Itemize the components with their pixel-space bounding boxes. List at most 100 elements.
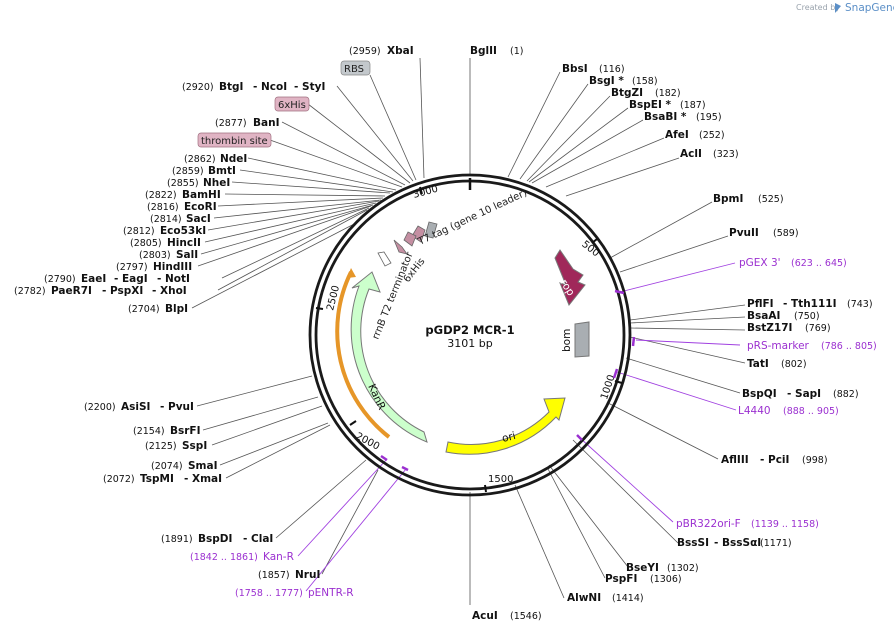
enz-name[interactable]: BspEI * xyxy=(629,99,672,111)
enz-pos: (323) xyxy=(713,149,739,160)
primer-name[interactable]: L4440 xyxy=(738,405,771,417)
enz-name[interactable]: SspI xyxy=(182,440,207,452)
enz-name[interactable]: EcoRI xyxy=(184,201,217,213)
enz-name[interactable]: - StyI xyxy=(294,81,325,93)
enz-pos: (1857) xyxy=(258,570,290,581)
enz-name[interactable]: AfeI xyxy=(665,129,689,141)
enz-name[interactable]: NheI xyxy=(203,177,230,189)
enz-name[interactable]: BtgZI xyxy=(611,87,643,99)
primer-range: (786 .. 805) xyxy=(821,341,877,352)
thrombin-block[interactable] xyxy=(403,231,417,247)
enz-pos: (187) xyxy=(680,100,706,111)
enz-name[interactable]: SalI xyxy=(176,249,198,261)
enz-name[interactable]: BssSI xyxy=(677,537,709,549)
enz-name[interactable]: BsaAI xyxy=(747,310,780,322)
enz-name[interactable]: NdeI xyxy=(220,153,247,165)
enz-name[interactable]: BstZ17I xyxy=(747,322,792,334)
enz-name[interactable]: - XmaI xyxy=(184,473,222,485)
enz-name[interactable]: BsgI * xyxy=(589,75,624,87)
tag-6xhis-label: 6xHis xyxy=(278,100,306,111)
kanr-orf-arc xyxy=(335,271,391,439)
enz-name[interactable]: TspMI xyxy=(140,473,174,485)
enz-name[interactable]: - EagI xyxy=(114,273,148,285)
enz-pos: (2859) xyxy=(172,166,204,177)
enz-name[interactable]: AsiSI xyxy=(121,401,150,413)
ring-ticks xyxy=(315,186,623,493)
t7tag-block[interactable] xyxy=(424,221,438,239)
enz-pos: (2704) xyxy=(128,304,160,315)
enz-name[interactable]: Eco53kI xyxy=(160,225,206,237)
enz-name[interactable]: BseYI xyxy=(626,562,659,574)
enz-name[interactable]: - SapI xyxy=(787,388,821,400)
enz-name[interactable]: XbaI xyxy=(387,45,414,57)
snapgene-logo-icon xyxy=(835,3,841,13)
enz-name[interactable]: - ClaI xyxy=(243,533,273,545)
enz-name[interactable]: PflFI xyxy=(747,298,774,310)
enz-name[interactable]: AcuI xyxy=(472,610,498,622)
enz-name[interactable]: BspDI xyxy=(198,533,232,545)
enz-pos: (252) xyxy=(699,130,725,141)
enz-name[interactable]: - PvuI xyxy=(160,401,194,413)
rop-feature[interactable] xyxy=(554,249,586,306)
enz-name[interactable]: BbsI xyxy=(562,63,588,75)
enz-pos: (589) xyxy=(773,228,799,239)
enz-name[interactable]: SmaI xyxy=(188,460,218,472)
enz-name[interactable]: - NcoI xyxy=(253,81,287,93)
enz-name[interactable]: BtgI xyxy=(219,81,243,93)
enz-name[interactable]: BamHI xyxy=(182,189,221,201)
enz-pos: (2822) xyxy=(145,190,177,201)
enz-name[interactable]: TatI xyxy=(747,358,769,370)
enz-name[interactable]: - PspXI xyxy=(102,285,143,297)
tag-6xhis[interactable]: 6xHis xyxy=(274,96,310,112)
enz-name[interactable]: SacI xyxy=(186,213,211,225)
enz-pos: (2862) xyxy=(184,154,216,165)
enz-name[interactable]: PaeR7I xyxy=(51,285,92,297)
enz-name[interactable]: - PciI xyxy=(760,454,789,466)
enz-name[interactable]: AflIII xyxy=(721,454,749,466)
enz-name[interactable]: BlpI xyxy=(165,303,188,315)
primer-name[interactable]: pBR322ori-F xyxy=(676,518,741,530)
enz-name[interactable]: BanI xyxy=(253,117,279,129)
enz-name[interactable]: - NotI xyxy=(157,273,190,285)
enz-name[interactable]: - Tth111I xyxy=(783,298,837,310)
enz-pos: (2855) xyxy=(167,178,199,189)
tick-500: 500 xyxy=(579,239,601,259)
enz-name[interactable]: BsaBI * xyxy=(644,111,687,123)
enz-pos: (1546) xyxy=(510,611,542,622)
enz-pos: (1302) xyxy=(667,563,699,574)
enz-name[interactable]: NruI xyxy=(295,569,320,581)
enz-pos: (525) xyxy=(758,194,784,205)
terminator-block[interactable] xyxy=(377,251,392,267)
enz-pos: (2782) xyxy=(14,286,46,297)
kanr-label: KanR xyxy=(365,382,387,412)
enz-name[interactable]: - XhoI xyxy=(152,285,187,297)
enz-name[interactable]: PvuII xyxy=(729,227,759,239)
enz-name[interactable]: PspFI xyxy=(605,573,637,585)
enz-name[interactable]: BglII xyxy=(470,45,497,57)
enz-pos: (743) xyxy=(847,299,873,310)
enz-name[interactable]: AlwNI xyxy=(567,592,601,604)
primer-name[interactable]: pENTR-R xyxy=(308,587,354,599)
tag-rbs[interactable]: RBS xyxy=(340,60,371,76)
enz-name[interactable]: HindIII xyxy=(153,261,192,273)
brand-text[interactable]: SnapGene xyxy=(845,2,894,14)
enz-name[interactable]: BpmI xyxy=(713,193,743,205)
primer-name[interactable]: pRS-marker xyxy=(747,340,810,352)
kanr-feature[interactable] xyxy=(350,271,428,443)
plasmid-name: pGDP2 MCR-1 xyxy=(425,323,514,337)
enz-name[interactable]: HincII xyxy=(167,237,201,249)
tag-thrombin[interactable]: thrombin site xyxy=(197,132,272,148)
bom-feature[interactable] xyxy=(574,321,590,358)
enz-name[interactable]: AclI xyxy=(680,148,702,160)
primer-name[interactable]: Kan-R xyxy=(263,551,294,563)
enz-pos: (1414) xyxy=(612,593,644,604)
rbs-block[interactable] xyxy=(393,239,408,255)
enz-pos: (182) xyxy=(655,88,681,99)
enz-name[interactable]: BsrFI xyxy=(170,425,201,437)
enz-name[interactable]: - BssSαI xyxy=(714,537,761,549)
enz-name[interactable]: EaeI xyxy=(81,273,106,285)
enz-name[interactable]: BspQI xyxy=(742,388,777,400)
primer-name[interactable]: pGEX 3' xyxy=(739,257,781,269)
ori-feature[interactable] xyxy=(445,397,566,455)
enz-name[interactable]: BmtI xyxy=(208,165,236,177)
